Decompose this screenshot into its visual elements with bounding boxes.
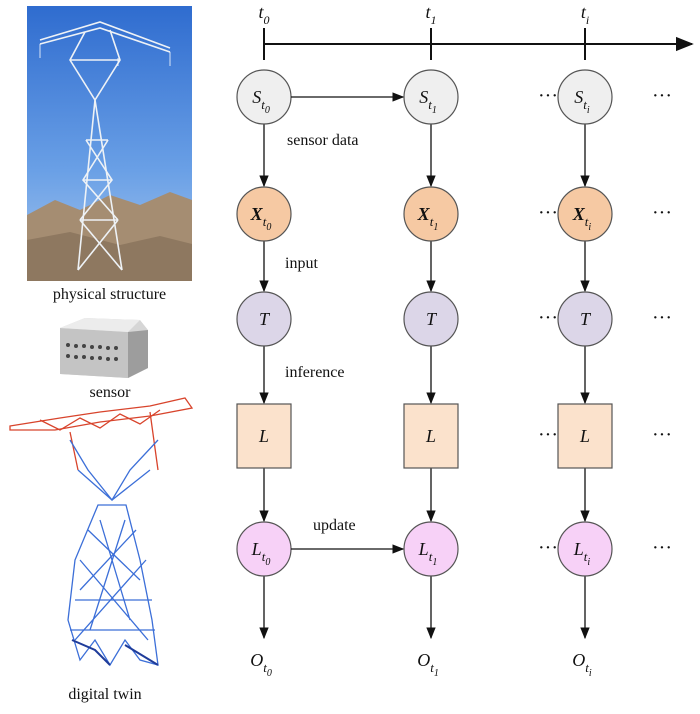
ellipsis: ··· (652, 85, 672, 107)
loss-node (236, 403, 292, 469)
ellipsis: ··· (538, 202, 558, 224)
loss-node (403, 403, 459, 469)
edge-label-input: input (285, 255, 318, 272)
input-label: Xt0 (250, 204, 272, 233)
ellipsis: ··· (652, 537, 672, 559)
model-label: T (259, 309, 271, 329)
input-node (557, 186, 613, 242)
loss-node (557, 403, 613, 469)
update-label: Lti (573, 539, 591, 568)
time-tick-label: t0 (258, 2, 269, 27)
ellipsis: ··· (538, 85, 558, 107)
ellipsis: ··· (652, 202, 672, 224)
edge-label-sensor-data: sensor data (287, 132, 359, 149)
sensor-caption: sensor (89, 384, 131, 401)
model-label: T (426, 309, 438, 329)
edge-label-inference: inference (285, 364, 345, 381)
time-tick-label: ti (581, 2, 589, 27)
sensor-device-image (60, 318, 148, 378)
input-node (403, 186, 459, 242)
physical-structure-caption: physical structure (52, 286, 167, 303)
state-label: St0 (252, 87, 270, 116)
model-node (557, 291, 613, 347)
edge-label-update: update (313, 517, 356, 534)
ellipsis: ··· (652, 307, 672, 329)
timeline: t0 t1 ti (258, 2, 694, 60)
ellipsis: ··· (538, 537, 558, 559)
model-node (236, 291, 292, 347)
update-label: Lt1 (418, 539, 438, 568)
physical-structure-photo (27, 6, 192, 281)
update-label: Lt0 (251, 539, 271, 568)
ellipsis: ··· (652, 424, 672, 446)
ellipsis: ··· (538, 424, 558, 446)
digital-twin-caption: digital twin (68, 686, 142, 703)
input-label: Xt1 (417, 204, 439, 233)
model-label: T (580, 309, 592, 329)
input-label: Xti (572, 204, 592, 233)
time-tick-label: t1 (425, 2, 436, 27)
loss-label: L (425, 426, 436, 446)
output-label: Ot1 (417, 650, 439, 679)
ellipsis: ··· (538, 307, 558, 329)
state-label: St1 (419, 87, 437, 116)
digital-twin-model (9, 397, 194, 667)
output-label: Oti (572, 650, 592, 679)
input-node (236, 186, 292, 242)
loss-label: L (258, 426, 269, 446)
output-label: Ot0 (250, 650, 272, 679)
model-node (403, 291, 459, 347)
loss-label: L (579, 426, 590, 446)
update-node (557, 521, 613, 577)
state-node (557, 69, 613, 125)
state-label: Sti (574, 87, 590, 116)
